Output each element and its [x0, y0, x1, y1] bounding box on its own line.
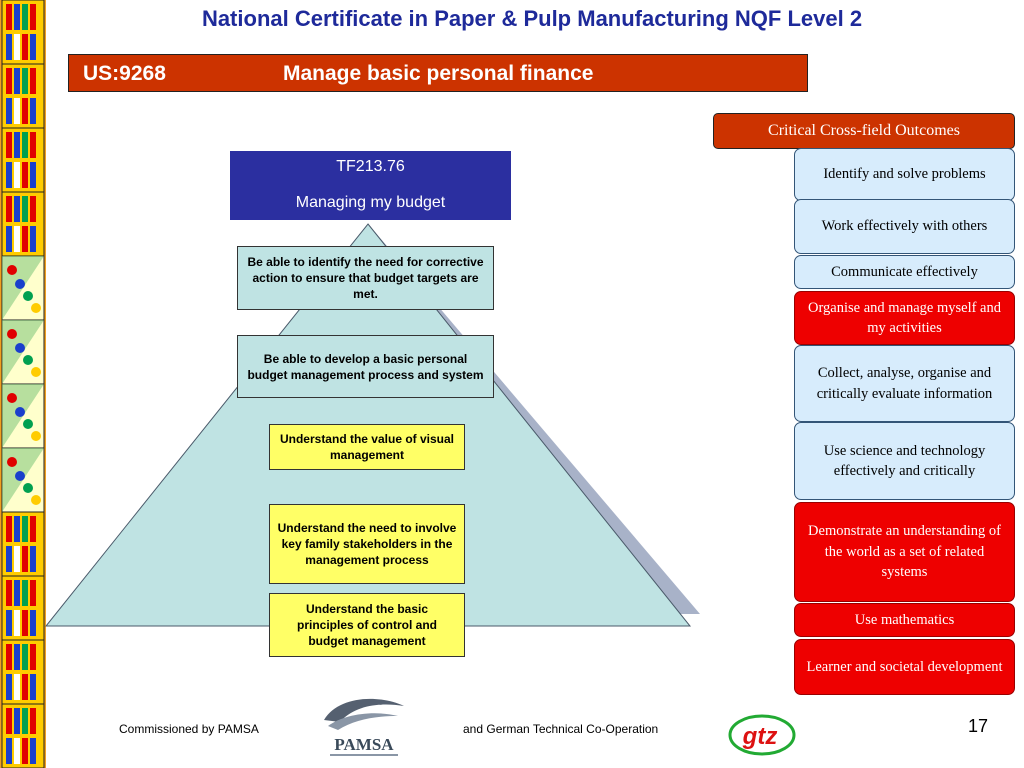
ccfo-item-label: Collect, analyse, organise and criticall…	[816, 365, 993, 402]
unit-standard-bar: US:9268 Manage basic personal finance	[68, 54, 808, 92]
commissioned-by-text: Commissioned by PAMSA	[119, 722, 259, 736]
ccfo-item-label: Work effectively with others	[821, 218, 988, 235]
ccfo-item: Identify and solve problems	[794, 148, 1015, 201]
pamsa-logo-text: PAMSA	[334, 735, 394, 754]
pamsa-logo: PAMSA	[318, 692, 410, 762]
unit-code: US:9268	[83, 62, 166, 85]
ccfo-item: Use mathematics	[794, 603, 1015, 637]
gtz-logo-text: gtz	[742, 723, 778, 750]
page-number: 17	[968, 716, 989, 736]
unit-name: Manage basic personal finance	[283, 62, 594, 85]
ccfo-heading: Critical Cross-field Outcomes	[713, 113, 1015, 149]
ccfo-item: Communicate effectively	[794, 255, 1015, 289]
ccfo-item-label: Demonstrate an understanding of the worl…	[808, 523, 1001, 581]
ccfo-item: Work effectively with others	[794, 199, 1015, 254]
outcome-box: Understand the value of visual managemen…	[269, 424, 465, 470]
ccfo-item: Use science and technology effectively a…	[794, 422, 1015, 500]
ccfo-item-label: Communicate effectively	[831, 263, 978, 280]
topic-box: TF213.76 Managing my budget	[230, 151, 511, 220]
ccfo-item-label: Organise and manage myself and my activi…	[807, 299, 1001, 337]
gtz-logo: gtz	[726, 712, 798, 758]
ccfo-item-label: Learner and societal development	[806, 658, 1003, 675]
outcome-box: Be able to develop a basic personal budg…	[237, 335, 494, 398]
outcome-box: Understand the need to involve key famil…	[269, 504, 465, 584]
ccfo-item: Demonstrate an understanding of the worl…	[794, 502, 1015, 602]
partner-text: and German Technical Co-Operation	[463, 722, 659, 736]
ccfo-item: Collect, analyse, organise and criticall…	[794, 345, 1015, 422]
topic-title: Managing my budget	[295, 194, 446, 211]
ccfo-item-label: Use mathematics	[854, 611, 955, 628]
ccfo-item-label: Use science and technology effectively a…	[823, 442, 986, 480]
ccfo-item-label: Identify and solve problems	[823, 166, 986, 183]
outcome-box: Understand the basic principles of contr…	[269, 593, 465, 657]
slide-title: National Certificate in Paper & Pulp Man…	[201, 6, 863, 31]
outcome-box: Be able to identify the need for correct…	[237, 246, 494, 310]
ccfo-item: Learner and societal development	[794, 639, 1015, 695]
decorative-border	[0, 0, 46, 768]
ccfo-item: Organise and manage myself and my activi…	[794, 291, 1015, 345]
topic-code: TF213.76	[336, 158, 405, 175]
